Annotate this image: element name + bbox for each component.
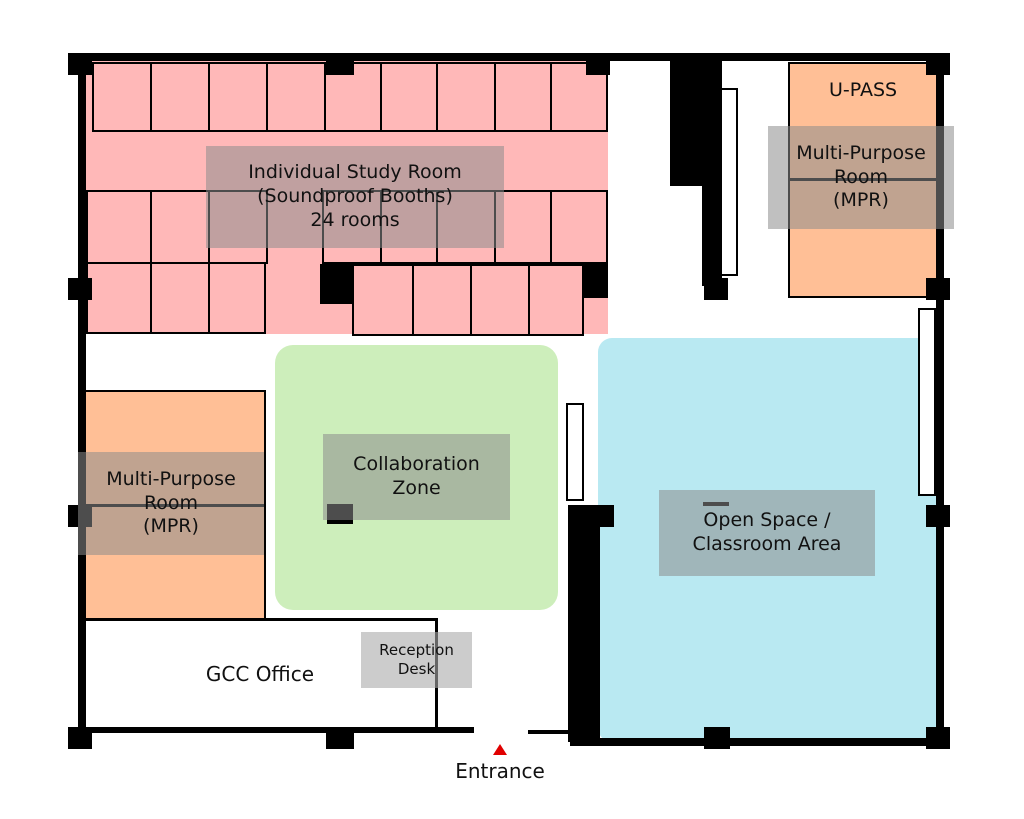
column: [68, 53, 92, 75]
door-panel: [720, 88, 738, 276]
booth: [494, 62, 552, 132]
mpr-right-line3: (MPR): [833, 189, 889, 212]
study-room-title: Individual Study Room: [248, 161, 462, 184]
booth: [86, 262, 152, 334]
column: [590, 505, 614, 527]
booth: [352, 264, 414, 336]
door-panel: [918, 308, 936, 496]
outer-wall-right: [936, 53, 944, 743]
column: [926, 278, 950, 300]
study-room-label: Individual Study Room (Soundproof Booths…: [206, 146, 504, 248]
corridor-wall: [670, 60, 702, 186]
column: [326, 53, 354, 75]
booth: [528, 264, 584, 336]
open-space-label: Open Space / Classroom Area: [659, 490, 875, 576]
study-room-count: 24 rooms: [310, 208, 400, 231]
mpr-right-line2: Room: [833, 165, 889, 188]
column: [704, 278, 728, 300]
outer-wall-bottom-right: [528, 730, 572, 734]
outer-wall-bottom-right: [570, 738, 950, 746]
booth: [150, 190, 210, 264]
booth: [550, 190, 608, 264]
pillar: [320, 264, 354, 304]
collab-label: Collaboration Zone: [323, 434, 510, 520]
entrance-label: Entrance: [455, 759, 545, 783]
mpr-left-line1: Multi-Purpose: [106, 467, 236, 490]
outer-wall-top: [70, 53, 950, 61]
booth: [150, 62, 210, 132]
booth: [266, 62, 326, 132]
corridor-wall: [568, 505, 600, 742]
pillar: [582, 264, 608, 298]
open-space-line2: Classroom Area: [692, 533, 842, 555]
mpr-right-line1: Multi-Purpose: [796, 141, 926, 164]
corridor-wall: [702, 60, 722, 286]
upass-label: U-PASS: [828, 79, 898, 101]
mpr-left-label: Multi-Purpose Room (MPR): [78, 452, 264, 555]
outer-wall-bottom-left: [70, 727, 474, 733]
collab-line1: Collaboration: [353, 453, 480, 476]
reception-desk: Reception Desk: [361, 632, 472, 688]
column: [704, 727, 730, 749]
mpr-left-line3: (MPR): [143, 515, 199, 538]
mpr-right-label: Multi-Purpose Room (MPR): [768, 126, 954, 229]
mpr-left-line2: Room: [143, 491, 199, 514]
study-room-subtitle: (Soundproof Booths): [257, 185, 453, 208]
entrance-marker: [493, 744, 507, 755]
booth: [208, 262, 266, 334]
column: [326, 727, 354, 749]
column: [68, 727, 92, 749]
column: [926, 53, 950, 75]
door-panel: [566, 403, 584, 501]
booth: [208, 62, 268, 132]
booth: [86, 190, 152, 264]
column: [586, 53, 610, 75]
booth: [92, 62, 152, 132]
booth: [380, 62, 438, 132]
reception-line2: Desk: [397, 660, 436, 678]
reception-line1: Reception: [379, 641, 454, 660]
column: [68, 278, 92, 300]
booth: [150, 262, 210, 334]
collab-line2: Zone: [392, 477, 441, 499]
outer-wall-left: [78, 53, 86, 743]
booth: [436, 62, 496, 132]
open-space-line1: Open Space /: [703, 509, 831, 532]
column: [926, 727, 950, 749]
gcc-office-label: GCC Office: [205, 662, 315, 686]
booth: [412, 264, 472, 336]
column: [926, 505, 950, 527]
booth: [470, 264, 530, 336]
